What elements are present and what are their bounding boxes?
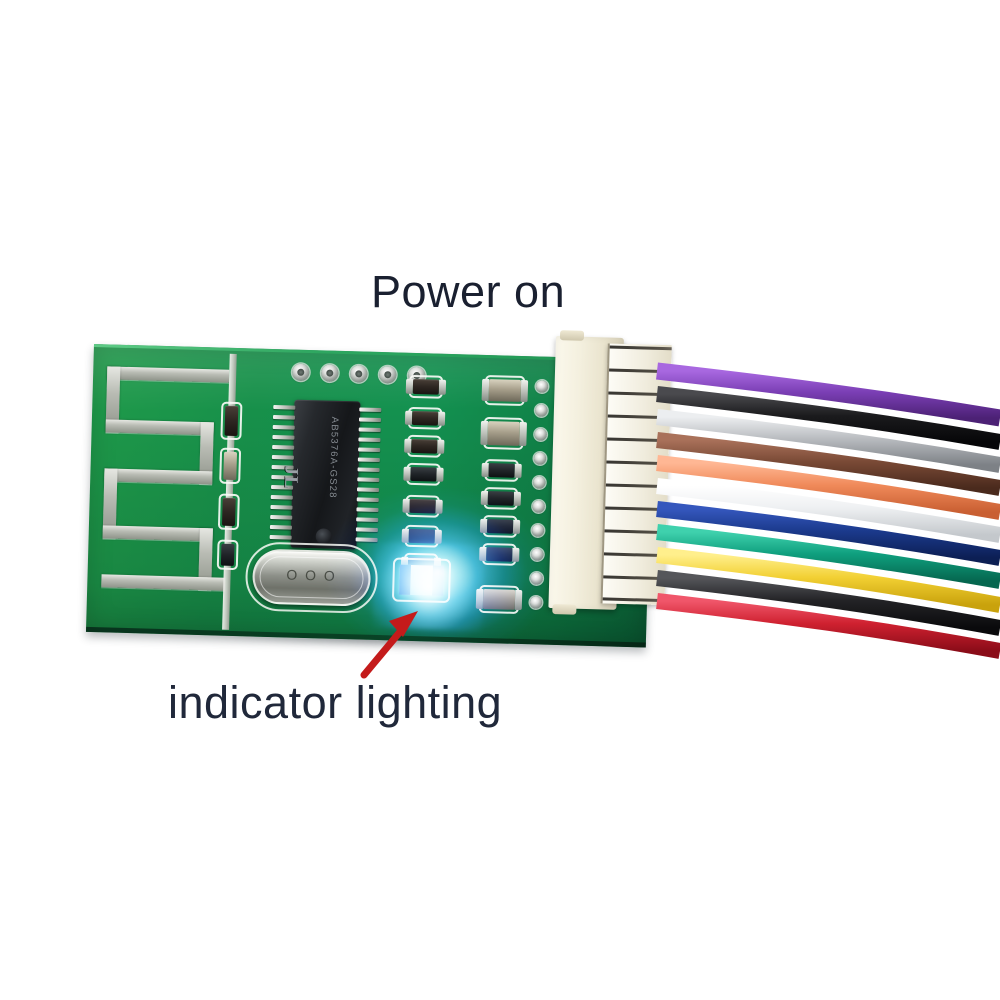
ic-part-marking: AB5376A-GS28	[326, 416, 341, 499]
crystal-marking: O O O	[286, 566, 338, 584]
connector-pin-slots	[600, 343, 672, 606]
main-ic-chip: JL AB5376A-GS28	[269, 399, 382, 550]
indicator-lighting-annotation: indicator lighting	[168, 677, 503, 728]
led-core-glow	[372, 541, 485, 631]
ic-brand-mark: JL	[280, 465, 302, 491]
jst-white-connector	[548, 330, 674, 623]
ic-pin1-notch	[315, 528, 332, 545]
power-on-annotation: Power on	[371, 266, 566, 317]
crystal-oscillator: O O O	[251, 548, 372, 607]
ic-pins-right	[355, 407, 382, 544]
